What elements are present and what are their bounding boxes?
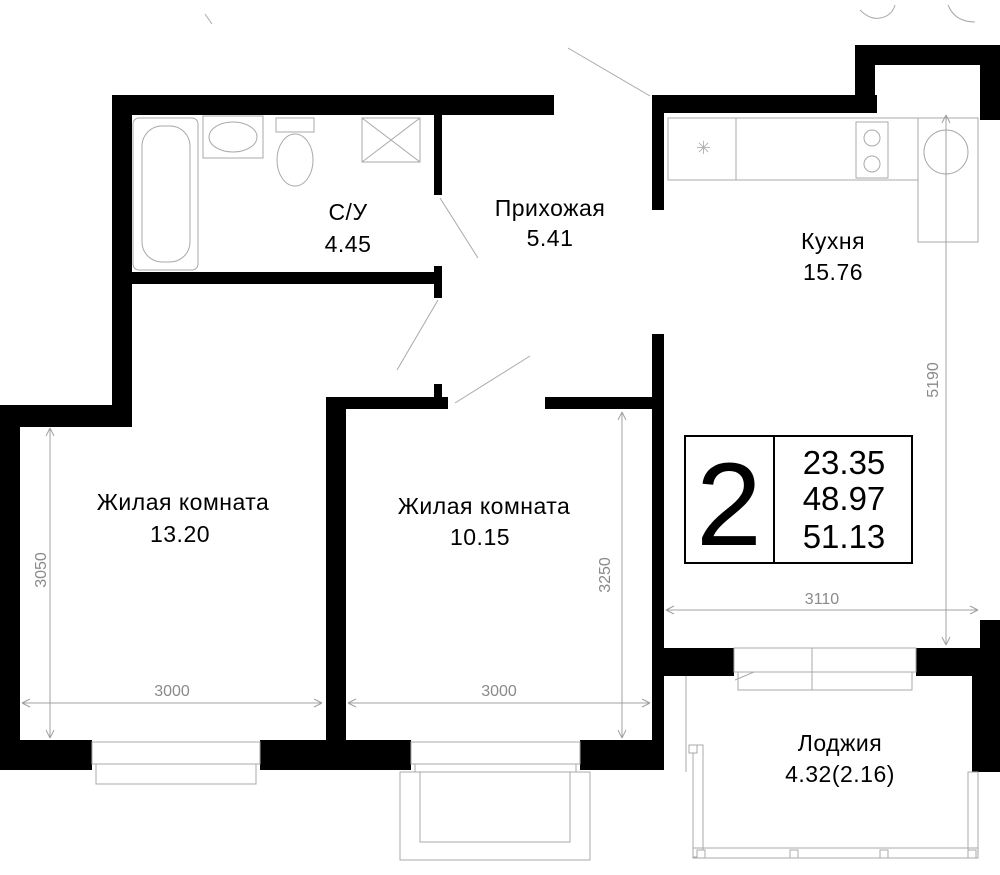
bathroom-fixtures xyxy=(132,115,421,271)
room-name-bedroom-1: Жилая комната xyxy=(97,489,270,515)
room-area-loggia: 4.32(2.16) xyxy=(785,761,895,787)
dimension-lines xyxy=(21,114,979,739)
windows xyxy=(91,647,917,861)
dim-room1-width: 3000 xyxy=(154,683,190,700)
room-area-kitchen: 15.76 xyxy=(803,259,863,285)
room-name-loggia: Лоджия xyxy=(798,730,883,756)
total-area: 48.97 xyxy=(803,480,886,517)
dim-room2-width: 3000 xyxy=(481,683,517,700)
room-labels: С/У 4.45 Прихожая 5.41 Кухня 15.76 Жилая… xyxy=(97,195,895,787)
loggia-outline xyxy=(685,676,979,859)
room-area-bedroom-2: 10.15 xyxy=(450,524,510,550)
rooms-count: 2 xyxy=(696,439,762,571)
svg-text:✳: ✳ xyxy=(696,138,711,158)
room-name-kitchen: Кухня xyxy=(801,228,865,254)
room-area-bedroom-1: 13.20 xyxy=(150,521,210,547)
room-area-bathroom: 4.45 xyxy=(325,231,372,257)
dimension-labels: 3000 3050 3000 3250 3110 5190 xyxy=(33,362,942,700)
kitchen-fixtures: ✳ xyxy=(667,117,979,243)
room-name-hallway: Прихожая xyxy=(495,195,606,221)
room-area-hallway: 5.41 xyxy=(527,225,574,251)
total-area-with-loggia: 51.13 xyxy=(803,518,886,555)
dim-room2-depth: 3250 xyxy=(597,557,614,593)
area-summary-box: 2 23.35 48.97 51.13 xyxy=(684,435,913,571)
dim-room1-depth: 3050 xyxy=(33,552,50,588)
living-area: 23.35 xyxy=(803,444,886,481)
dim-kitchen-depth: 5190 xyxy=(925,362,942,398)
dim-kitchen-width: 3110 xyxy=(805,591,840,608)
walls xyxy=(0,45,1000,772)
room-name-bedroom-2: Жилая комната xyxy=(398,493,571,519)
exterior-fixtures xyxy=(204,4,976,97)
room-name-bathroom: С/У xyxy=(328,199,367,225)
